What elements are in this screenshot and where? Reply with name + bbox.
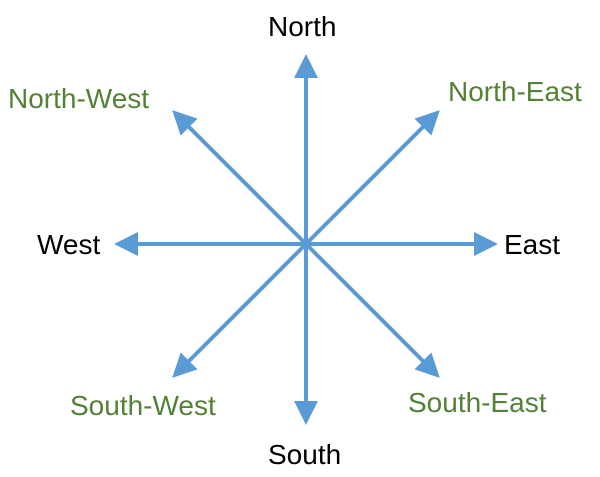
arrow-south-east: [304, 242, 440, 378]
label-north-east: North-East: [448, 76, 582, 107]
compass-center: [302, 240, 310, 248]
label-south: South: [268, 439, 342, 470]
arrow-north-west: [172, 110, 308, 246]
label-south-west: South-West: [70, 390, 216, 421]
label-south-east: South-East: [408, 387, 547, 418]
label-east: East: [504, 229, 561, 260]
arrow-north-east: [304, 110, 440, 246]
label-north: North: [268, 11, 337, 42]
label-west: West: [37, 229, 101, 260]
arrow-south-west: [172, 242, 308, 378]
label-north-west: North-West: [8, 83, 150, 114]
